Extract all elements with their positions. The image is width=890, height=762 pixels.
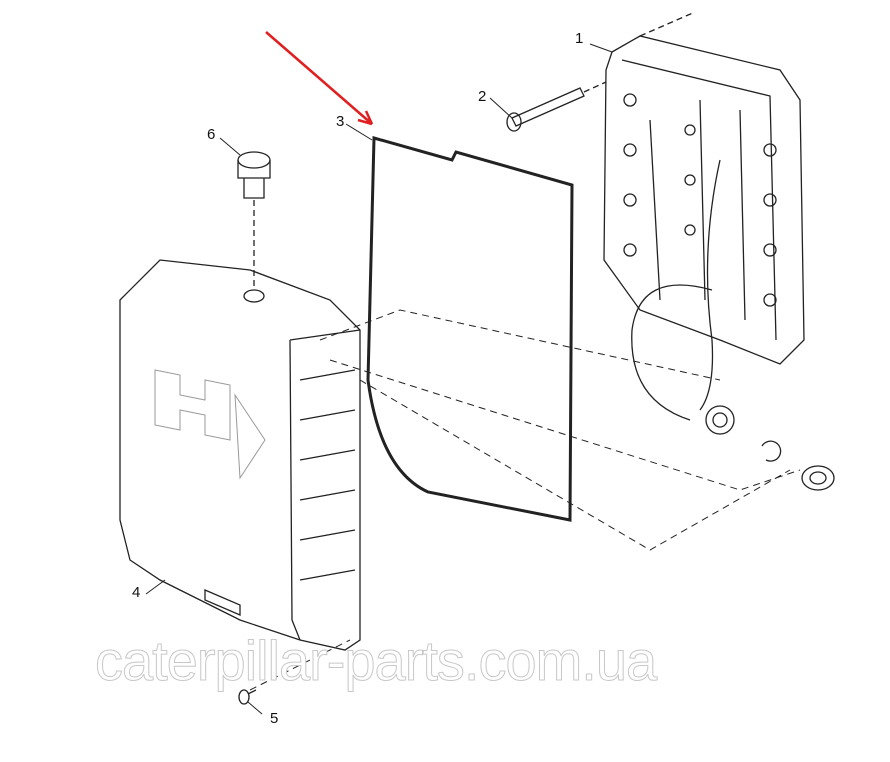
oil-pan-part-4 <box>119 259 361 651</box>
callout-5: 5 <box>270 710 279 727</box>
bolt-part-2 <box>506 81 607 132</box>
watermark: caterpillar-parts.com.ua <box>94 629 657 693</box>
callout-4: 4 <box>132 584 141 601</box>
valve-body-part-1 <box>603 11 835 491</box>
red-pointer-arrow <box>265 31 374 126</box>
plug-part-6 <box>237 151 271 290</box>
gasket-part-3 <box>366 136 574 522</box>
callout-3: 3 <box>336 113 345 130</box>
screw-part-5 <box>238 689 257 705</box>
callout-6: 6 <box>207 126 216 143</box>
callout-1: 1 <box>575 30 584 47</box>
callout-2: 2 <box>478 88 487 105</box>
